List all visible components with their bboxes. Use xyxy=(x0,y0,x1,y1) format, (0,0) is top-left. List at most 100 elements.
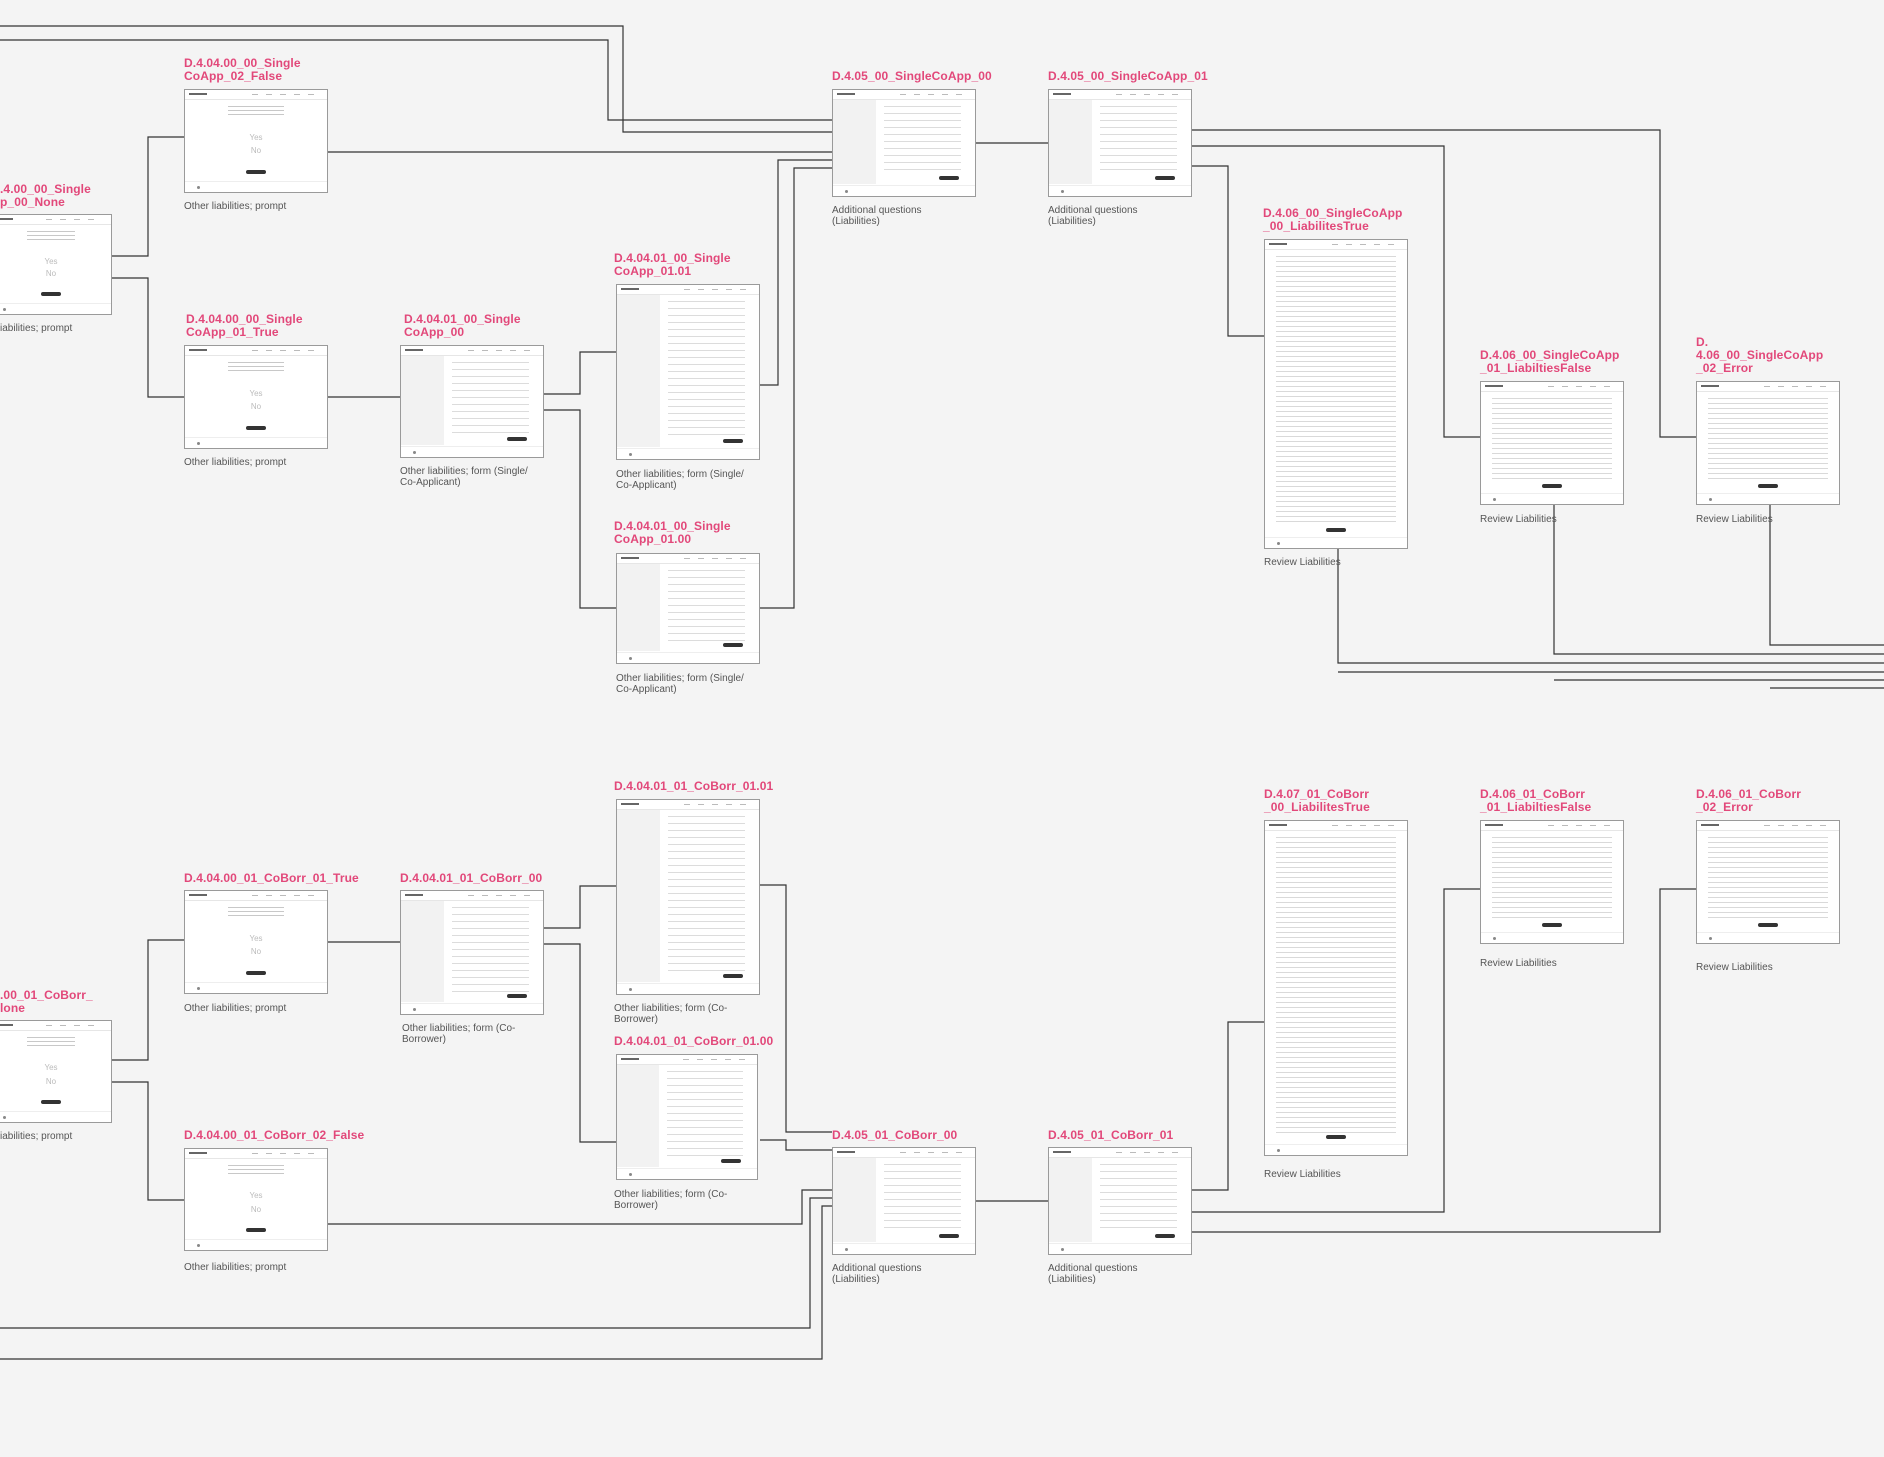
yes-option: Yes xyxy=(249,132,263,142)
screen-caption: Other liabilities; prompt xyxy=(184,1262,287,1273)
confirm-button xyxy=(1758,484,1778,488)
screen-caption: Additional questions (Liabilities) xyxy=(1048,1263,1138,1285)
thumbnail-header xyxy=(185,346,327,356)
logo xyxy=(189,93,207,95)
screen-thumbnail[interactable] xyxy=(616,553,760,664)
thumbnail-footer xyxy=(0,303,111,314)
screen-caption: Review Liabilities xyxy=(1696,514,1773,525)
confirm-button xyxy=(1542,484,1562,488)
thumbnail-nav xyxy=(1331,825,1397,826)
logo xyxy=(1269,243,1287,245)
form-content xyxy=(667,1071,743,1157)
continue-button xyxy=(723,439,743,443)
continue-button xyxy=(939,1234,959,1238)
thumbnail-nav xyxy=(683,804,749,805)
form-content xyxy=(1100,1164,1177,1232)
form-content xyxy=(1100,106,1177,174)
thumbnail-footer xyxy=(401,1003,543,1014)
sidebar xyxy=(617,1065,659,1167)
continue-button xyxy=(1155,176,1175,180)
logo xyxy=(1053,1151,1071,1153)
screen-thumbnail[interactable] xyxy=(400,345,544,458)
thumbnail-nav xyxy=(45,219,101,220)
thumbnail-nav xyxy=(682,1059,747,1060)
connector xyxy=(1553,505,1884,655)
prompt-question xyxy=(227,106,285,118)
screen-thumbnail[interactable] xyxy=(1480,381,1624,505)
yes-option: Yes xyxy=(249,388,263,398)
confirm-button xyxy=(1542,923,1562,927)
prompt-question xyxy=(227,907,285,919)
continue-button xyxy=(507,437,527,441)
screen-thumbnail[interactable] xyxy=(1264,820,1408,1156)
screen-thumbnail[interactable] xyxy=(832,1147,976,1255)
screen-thumbnail[interactable] xyxy=(616,284,760,460)
connector xyxy=(112,1081,184,1201)
screen-title: D.4.04.01_00_Single CoApp_01.01 xyxy=(614,251,731,278)
thumbnail-nav xyxy=(467,350,533,351)
continue-button xyxy=(507,994,527,998)
screen-title: D.4.04.01_00_Single CoApp_01.00 xyxy=(614,519,731,546)
thumbnail-nav xyxy=(899,1152,965,1153)
screen-title: D.4.04.01_01_CoBorr_01.00 xyxy=(614,1034,774,1048)
screen-thumbnail[interactable] xyxy=(1696,381,1840,505)
screen-title: D.4.06_00_SingleCoApp _01_LiabiltiesFals… xyxy=(1480,348,1620,375)
screen-thumbnail[interactable] xyxy=(1048,89,1192,197)
screen-caption: Other liabilities; prompt xyxy=(184,1003,287,1014)
thumbnail-header xyxy=(833,90,975,100)
continue-button xyxy=(1155,1234,1175,1238)
thumbnail-footer xyxy=(1697,493,1839,504)
connector xyxy=(1337,549,1884,664)
prompt-question xyxy=(27,231,75,243)
connector xyxy=(760,884,832,1133)
thumbnail-header xyxy=(1481,821,1623,831)
logo xyxy=(1701,385,1719,387)
thumbnail-footer xyxy=(833,1243,975,1254)
connector xyxy=(544,943,616,1143)
thumbnail-footer xyxy=(1049,1243,1191,1254)
screen-title: D.4.07_01_CoBorr _00_LiabilitesTrue xyxy=(1264,787,1370,814)
screen-caption: Other liabilities; prompt xyxy=(184,201,287,212)
thumbnail-nav xyxy=(899,94,965,95)
screen-thumbnail[interactable] xyxy=(616,1054,758,1180)
no-option: No xyxy=(250,402,262,412)
thumbnail-header xyxy=(1265,240,1407,250)
no-option: No xyxy=(250,947,262,957)
screen-caption: Review Liabilities xyxy=(1264,557,1341,568)
screen-title: D.4.04.01_01_CoBorr_00 xyxy=(400,871,543,885)
thumbnail-footer xyxy=(617,983,759,994)
connector xyxy=(112,136,184,257)
screen-title: D.4.06_01_CoBorr _01_LiabiltiesFalse xyxy=(1480,787,1592,814)
form-content xyxy=(884,1164,961,1232)
continue-button xyxy=(246,1228,266,1232)
thumbnail-nav xyxy=(1763,386,1829,387)
screen-thumbnail[interactable] xyxy=(616,799,760,995)
screen-title: D.4.05_00_SingleCoApp_00 xyxy=(832,69,992,83)
thumbnail-nav xyxy=(1763,825,1829,826)
form-content xyxy=(668,301,745,437)
connector xyxy=(544,885,616,929)
thumbnail-nav xyxy=(467,895,533,896)
continue-button xyxy=(41,1100,61,1104)
thumbnail-header xyxy=(401,346,543,356)
review-content xyxy=(1492,398,1612,482)
screen-thumbnail[interactable] xyxy=(1264,239,1408,549)
screen-caption: Other liabilities; form (Co- Borrower) xyxy=(614,1003,728,1025)
prompt-question xyxy=(27,1037,75,1049)
screen-thumbnail[interactable] xyxy=(1480,820,1624,944)
screen-title: D.4.05_00_SingleCoApp_01 xyxy=(1048,69,1208,83)
screen-thumbnail[interactable] xyxy=(400,890,544,1015)
screen-caption: Other liabilities; form (Single/ Co-Appl… xyxy=(616,673,744,695)
screen-thumbnail[interactable] xyxy=(1048,1147,1192,1255)
logo xyxy=(1701,824,1719,826)
screen-thumbnail[interactable] xyxy=(1696,820,1840,944)
screen-thumbnail[interactable] xyxy=(832,89,976,197)
thumbnail-header xyxy=(185,90,327,100)
review-content xyxy=(1276,837,1396,1133)
